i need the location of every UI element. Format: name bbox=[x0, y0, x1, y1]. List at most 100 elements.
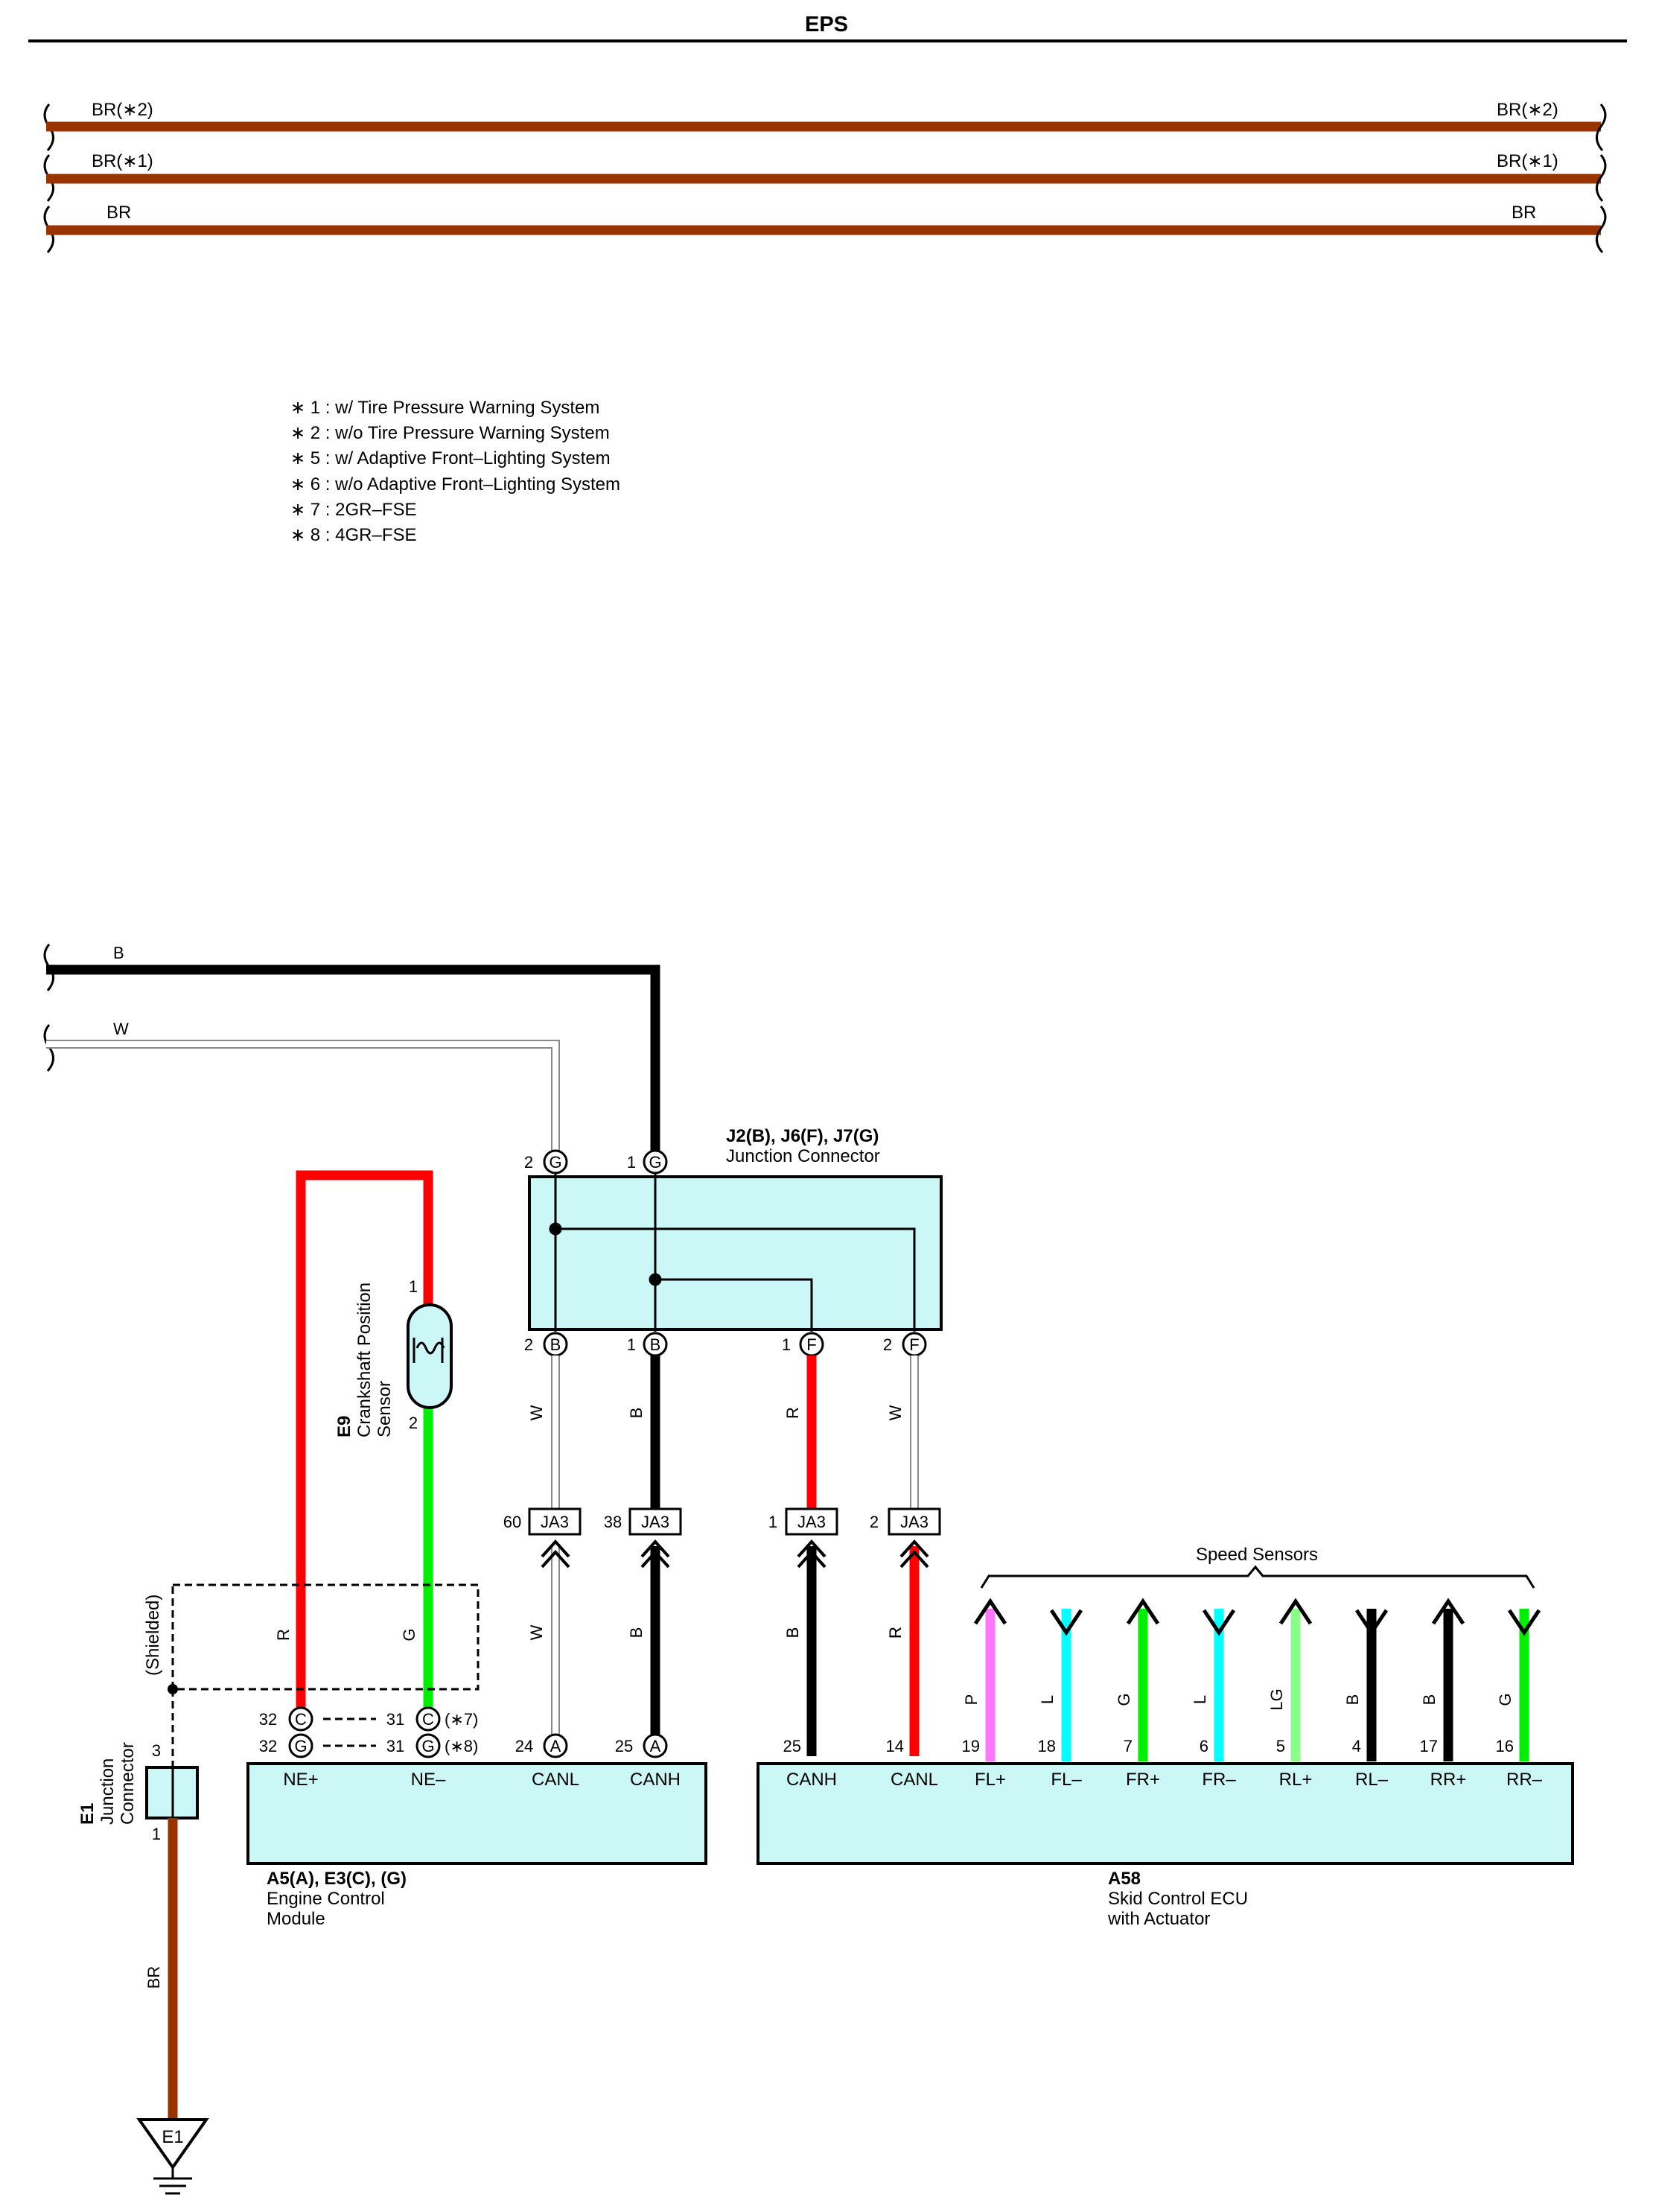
ecm-terminal-ne-minus: NE– bbox=[411, 1770, 446, 1790]
ecm-terminal-canl: CANL bbox=[532, 1770, 579, 1790]
junction-to-ja3-wires bbox=[551, 1356, 919, 1509]
skid-pin-7: 7 bbox=[1124, 1737, 1133, 1755]
page-title: EPS bbox=[805, 13, 848, 36]
note-1: ∗ 1 : w/ Tire Pressure Warning System bbox=[290, 398, 599, 418]
ecm-desc-1: Engine Control bbox=[267, 1889, 385, 1909]
jc-wire-label-2: B bbox=[627, 1408, 646, 1419]
ground-label: E1 bbox=[162, 2127, 183, 2147]
speed-sensors-bracket bbox=[980, 1565, 1535, 1589]
ja3-box-2-label: JA3 bbox=[900, 1513, 929, 1531]
jc-bottom-pin-f1-conn: F bbox=[806, 1335, 816, 1354]
junction-connector-box bbox=[528, 1175, 943, 1331]
br-wire-1-label-left: BR(∗2) bbox=[92, 100, 153, 120]
note-3: ∗ 5 : w/ Adaptive Front–Lighting System bbox=[290, 448, 611, 468]
ja3-wire-label-1: W bbox=[527, 1624, 546, 1640]
skid-ecu-desc-2: with Actuator bbox=[1107, 1909, 1210, 1929]
ja3-box-1 bbox=[785, 1507, 838, 1536]
ja3-pin-60: 60 bbox=[503, 1513, 521, 1531]
arrow-down-icon bbox=[1049, 1609, 1083, 1636]
ecm-row1-c32: C bbox=[295, 1710, 307, 1729]
arrow-up-icon bbox=[1431, 1598, 1465, 1625]
crank-sensor-body bbox=[407, 1303, 453, 1409]
ecm-pins: C 32 31 C (∗7) G 32 31 G (∗8) A 24 A 25 bbox=[259, 1706, 668, 1758]
arrow-up-icon bbox=[1278, 1598, 1313, 1625]
skid-wire-label-9: G bbox=[1496, 1693, 1515, 1706]
br-wire-2-label-right: BR(∗1) bbox=[1497, 151, 1558, 171]
ecm-name: A5(A), E3(C), (G) bbox=[267, 1869, 407, 1889]
e1-wire-label: BR bbox=[144, 1966, 163, 1989]
arrow-down-icon bbox=[1507, 1609, 1541, 1636]
wire-break-right-2 bbox=[1596, 154, 1607, 202]
ecm-terminal-canh: CANH bbox=[630, 1770, 681, 1790]
crank-sensor-name-2: Sensor bbox=[375, 1381, 395, 1437]
ecm-row1-p31: 31 bbox=[386, 1710, 404, 1729]
crank-sensor-coil-icon bbox=[415, 1341, 445, 1355]
ecm-row2-note: (∗8) bbox=[445, 1737, 478, 1755]
shield-wire-label-r: R bbox=[274, 1629, 293, 1641]
jc-bottom-pin-b2-num: 2 bbox=[524, 1335, 533, 1354]
w-wire-label: W bbox=[113, 1020, 129, 1038]
skid-ecu-name: A58 bbox=[1108, 1869, 1141, 1889]
arrow-up-icon bbox=[973, 1598, 1007, 1625]
ecm-row1-note: (∗7) bbox=[445, 1710, 478, 1729]
ja3-connectors: JA3 60 JA3 38 JA3 1 JA3 2 bbox=[503, 1507, 941, 1536]
shield-wire-label-g: G bbox=[400, 1628, 418, 1641]
jc-bottom-pin-f1-num: 1 bbox=[782, 1335, 791, 1354]
ja3-wire-label-4: R bbox=[886, 1627, 905, 1639]
ja3-to-modules-wires bbox=[541, 1539, 929, 1756]
ja3-pin-1: 1 bbox=[768, 1513, 777, 1531]
skid-pin-19: 19 bbox=[962, 1737, 980, 1755]
skid-terminal-label-3: FL– bbox=[1051, 1770, 1082, 1790]
skid-terminal-label-0: CANH bbox=[786, 1770, 837, 1790]
arrow-down-icon bbox=[1202, 1609, 1236, 1636]
ja3-wire-label-3: B bbox=[783, 1627, 802, 1639]
skid-wire-label-2: P bbox=[962, 1694, 981, 1706]
wire-break-right-3 bbox=[1596, 206, 1607, 253]
ja3-box-2 bbox=[888, 1507, 941, 1536]
br-wire-3-label-right: BR bbox=[1512, 203, 1536, 223]
ja3-box-1-label: JA3 bbox=[797, 1513, 826, 1531]
arrow-down-icon bbox=[1354, 1609, 1389, 1636]
ecm-terminal-ne-plus: NE+ bbox=[283, 1770, 318, 1790]
ja3-box-60 bbox=[528, 1507, 582, 1536]
skid-terminal-label-6: RL+ bbox=[1279, 1770, 1313, 1790]
skid-wire-label-0: B bbox=[783, 1627, 802, 1639]
skid-wire-label-5: L bbox=[1191, 1695, 1209, 1704]
e1-line-2: Connector bbox=[118, 1742, 138, 1825]
jc-wire-label-4: W bbox=[886, 1405, 905, 1420]
skid-pin-25: 25 bbox=[783, 1737, 801, 1755]
crank-sensor-pin-1: 1 bbox=[409, 1277, 418, 1296]
ecm-row2-p32: 32 bbox=[259, 1737, 277, 1755]
skid-wire-label-6: LG bbox=[1267, 1688, 1286, 1710]
skid-terminal-label-8: RR+ bbox=[1430, 1770, 1467, 1790]
skid-ecu-desc-1: Skid Control ECU bbox=[1108, 1889, 1248, 1909]
top-wires: BR(∗2) BR(∗2) BR(∗1) BR(∗1) BR BR bbox=[43, 100, 1607, 253]
arrow-up-icon bbox=[1126, 1598, 1160, 1625]
jc-bottom-pin-b2-conn: B bbox=[550, 1335, 561, 1354]
junction-bottom-pins: B 2 B 1 F 1 F 2 bbox=[524, 1332, 927, 1357]
b-wire-label: B bbox=[113, 944, 124, 962]
skid-terminal-label-1: CANL bbox=[891, 1770, 938, 1790]
skid-terminal-label-4: FR+ bbox=[1126, 1770, 1160, 1790]
junction-internal-bus bbox=[549, 1173, 916, 1332]
ecm-box bbox=[246, 1762, 707, 1865]
jc-bottom-pin-b1-conn: B bbox=[650, 1335, 661, 1354]
skid-wire-label-3: L bbox=[1038, 1695, 1057, 1704]
jc-top-pin-g1-conn: G bbox=[649, 1153, 661, 1172]
ecm-row1-c31: C bbox=[422, 1710, 434, 1729]
note-5: ∗ 7 : 2GR–FSE bbox=[290, 500, 417, 520]
crank-sensor-wires bbox=[296, 1170, 433, 1716]
ja3-pin-38: 38 bbox=[604, 1513, 622, 1531]
jc-top-pin-g2-conn: G bbox=[549, 1153, 561, 1172]
crank-sensor-id: E9 bbox=[334, 1416, 354, 1437]
skid-pin-4: 4 bbox=[1352, 1737, 1361, 1755]
ecm-pin25-num: 25 bbox=[615, 1737, 633, 1755]
junction-connector-name: J2(B), J6(F), J7(G) bbox=[726, 1126, 879, 1146]
br-wire-2-label-left: BR(∗1) bbox=[92, 151, 153, 171]
skid-wire-label-4: G bbox=[1115, 1693, 1133, 1706]
skid-terminal-label-9: RR– bbox=[1506, 1770, 1543, 1790]
skid-pin-16: 16 bbox=[1496, 1737, 1514, 1755]
incoming-b-wire: B bbox=[43, 944, 660, 1153]
ecm-row2-c31: G bbox=[421, 1737, 434, 1755]
